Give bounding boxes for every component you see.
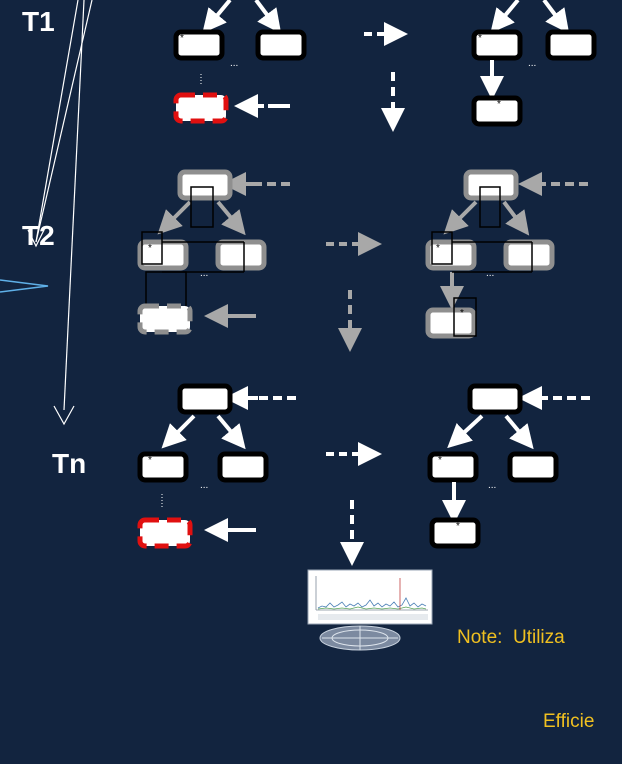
error-node xyxy=(140,520,190,546)
tree-node xyxy=(466,172,516,198)
tree-node xyxy=(258,32,304,58)
tree-node xyxy=(140,454,186,480)
tree-state-t1-after: * ... * xyxy=(474,0,594,124)
tree-node xyxy=(510,454,556,480)
tree-state-t2-before: * ... xyxy=(140,172,290,332)
globe-icon xyxy=(320,626,400,650)
transition-arrow xyxy=(326,454,370,554)
svg-text:*: * xyxy=(436,243,440,254)
svg-text:*: * xyxy=(180,33,184,44)
tree-node xyxy=(432,520,478,546)
svg-text:...: ... xyxy=(200,268,208,279)
note-text: Note: Utiliza Efficie xyxy=(457,568,594,764)
tree-node xyxy=(430,454,476,480)
svg-text:*: * xyxy=(148,455,152,466)
svg-text:*: * xyxy=(148,243,152,254)
svg-text:*: * xyxy=(438,455,442,466)
note-line-2: Efficie xyxy=(457,708,594,736)
tree-state-t1-before: * ... xyxy=(176,0,304,121)
tree-state-tn-before: * ... xyxy=(140,386,296,546)
utilization-plot-thumbnail xyxy=(308,570,432,624)
svg-text:...: ... xyxy=(200,480,208,491)
svg-text:...: ... xyxy=(230,58,238,69)
tree-node xyxy=(180,386,230,412)
svg-text:*: * xyxy=(456,521,460,532)
error-node xyxy=(176,95,226,121)
tree-node xyxy=(180,172,230,198)
tree-node xyxy=(548,32,594,58)
timeline-lines xyxy=(28,0,92,424)
svg-text:...: ... xyxy=(488,480,496,491)
tree-node xyxy=(218,242,264,268)
concurrent-tree-diagram: * ... * ... * * ... xyxy=(0,0,622,652)
svg-text:*: * xyxy=(497,99,501,110)
tree-state-t2-after: * ... * xyxy=(428,172,588,336)
tree-node xyxy=(506,242,552,268)
tree-node xyxy=(470,386,520,412)
svg-text:*: * xyxy=(460,308,464,319)
transition-arrow xyxy=(326,244,370,340)
note-line-1: Note: Utiliza xyxy=(457,624,594,652)
tree-state-tn-after: * ... * xyxy=(430,386,590,546)
tree-node xyxy=(428,310,474,336)
link-marker xyxy=(0,280,48,292)
svg-text:...: ... xyxy=(528,58,536,69)
transition-arrow xyxy=(364,34,396,120)
svg-text:...: ... xyxy=(486,268,494,279)
error-node xyxy=(140,306,190,332)
svg-text:*: * xyxy=(478,33,482,44)
tree-node xyxy=(220,454,266,480)
